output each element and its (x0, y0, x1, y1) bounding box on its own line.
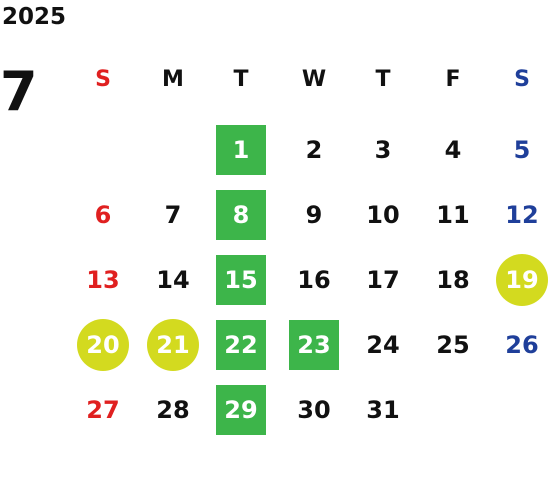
day-cell-18[interactable]: 18 (436, 266, 470, 294)
weekday-label-sun: S (95, 67, 111, 92)
calendar-month: 7 (0, 60, 38, 123)
day-cell-16[interactable]: 16 (297, 266, 331, 294)
weekday-label-mon: M (162, 67, 184, 92)
day-cell-17[interactable]: 17 (366, 266, 400, 294)
day-cell-11[interactable]: 11 (436, 201, 470, 229)
day-cell-12[interactable]: 12 (505, 201, 539, 229)
day-cell-2[interactable]: 2 (305, 136, 323, 164)
weekday-label-tue: T (233, 67, 249, 92)
day-cell-21[interactable]: 21 (147, 319, 199, 371)
calendar-year: 2025 (2, 4, 67, 30)
weekday-label-fri: F (445, 67, 461, 92)
day-cell-3[interactable]: 3 (374, 136, 392, 164)
day-cell-24[interactable]: 24 (366, 331, 400, 359)
day-cell-13[interactable]: 13 (86, 266, 120, 294)
day-cell-25[interactable]: 25 (436, 331, 470, 359)
day-cell-29[interactable]: 29 (216, 385, 266, 435)
day-cell-15[interactable]: 15 (216, 255, 266, 305)
day-cell-20[interactable]: 20 (77, 319, 129, 371)
day-cell-6[interactable]: 6 (94, 201, 112, 229)
day-cell-5[interactable]: 5 (513, 136, 531, 164)
day-cell-23[interactable]: 23 (289, 320, 339, 370)
day-cell-22[interactable]: 22 (216, 320, 266, 370)
day-cell-8[interactable]: 8 (216, 190, 266, 240)
weekday-label-sat: S (514, 67, 530, 92)
day-cell-7[interactable]: 7 (164, 201, 182, 229)
day-cell-4[interactable]: 4 (444, 136, 462, 164)
day-cell-27[interactable]: 27 (86, 396, 120, 424)
day-cell-30[interactable]: 30 (297, 396, 331, 424)
day-cell-31[interactable]: 31 (366, 396, 400, 424)
weekday-label-thu: T (375, 67, 391, 92)
day-cell-19[interactable]: 19 (496, 254, 548, 306)
weekday-label-wed: W (301, 67, 327, 92)
day-cell-10[interactable]: 10 (366, 201, 400, 229)
day-cell-28[interactable]: 28 (156, 396, 190, 424)
day-cell-9[interactable]: 9 (305, 201, 323, 229)
day-cell-14[interactable]: 14 (156, 266, 190, 294)
day-cell-1[interactable]: 1 (216, 125, 266, 175)
day-cell-26[interactable]: 26 (505, 331, 539, 359)
